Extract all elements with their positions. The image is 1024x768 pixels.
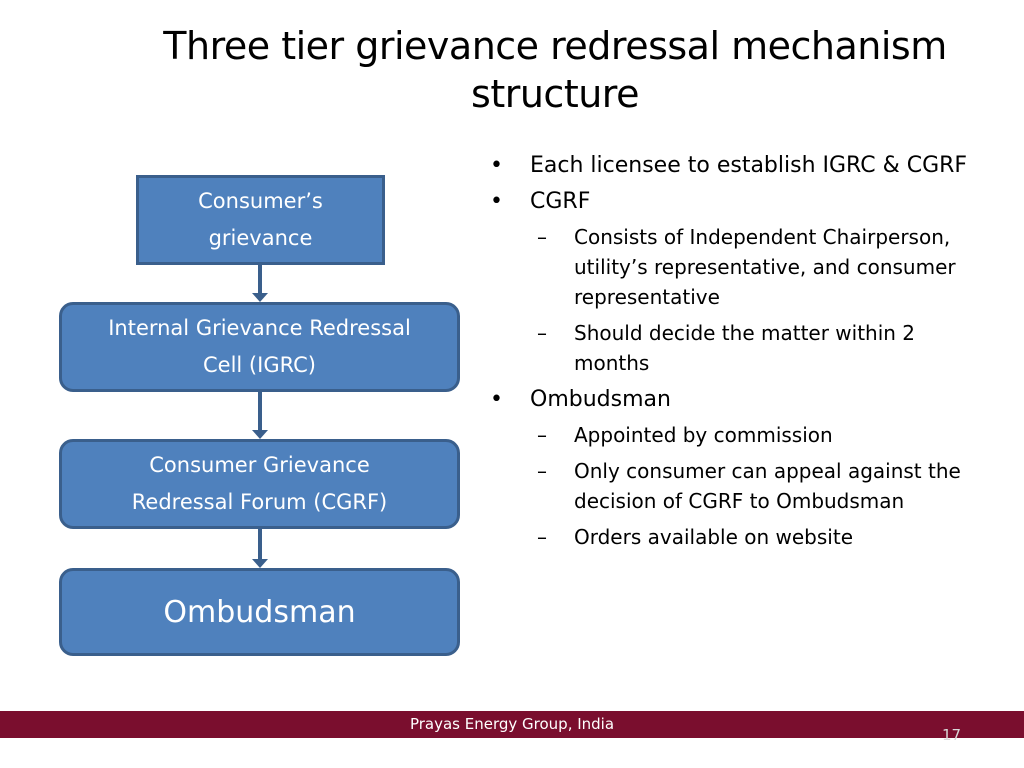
igrc-box: Internal Grievance Redressal Cell (IGRC) bbox=[59, 302, 460, 392]
sub-bullet-text: Orders available on website bbox=[574, 525, 853, 549]
cgrf-box: Consumer Grievance Redressal Forum (CGRF… bbox=[59, 439, 460, 529]
bullet-text: CGRF bbox=[530, 189, 591, 214]
box-label-line: Consumer Grievance bbox=[149, 453, 370, 477]
bullet-item: • Each licensee to establish IGRC & CGRF bbox=[490, 150, 990, 182]
consumer-grievance-box: Consumer’s grievance bbox=[136, 175, 385, 265]
sub-bullet-item: – Only consumer can appeal against the d… bbox=[490, 456, 990, 516]
sub-bullet-text: Consists of Independent Chairperson, uti… bbox=[574, 225, 956, 309]
slide-title-line-2: structure bbox=[471, 72, 639, 116]
bullet-list: • Each licensee to establish IGRC & CGRF… bbox=[490, 150, 990, 558]
sub-bullet-item: – Should decide the matter within 2 mont… bbox=[490, 318, 990, 378]
box-label-line: Ombudsman bbox=[163, 594, 356, 630]
bullet-item: • Ombudsman bbox=[490, 384, 990, 416]
dash-mark: – bbox=[537, 459, 547, 483]
down-arrow-icon bbox=[252, 529, 268, 568]
bullet-text: Ombudsman bbox=[530, 387, 671, 412]
dash-mark: – bbox=[537, 423, 547, 447]
sub-bullet-text: Only consumer can appeal against the dec… bbox=[574, 459, 961, 513]
bullet-text: Each licensee to establish IGRC & CGRF bbox=[530, 153, 968, 178]
sub-bullet-text: Appointed by commission bbox=[574, 423, 833, 447]
bullet-mark: • bbox=[490, 153, 503, 178]
box-label-line: Redressal Forum (CGRF) bbox=[131, 490, 388, 514]
bullet-item: • CGRF bbox=[490, 186, 990, 218]
down-arrow-icon bbox=[252, 392, 268, 439]
sub-bullet-item: – Orders available on website bbox=[490, 522, 990, 552]
dash-mark: – bbox=[537, 225, 547, 249]
page-number: 17 bbox=[942, 726, 962, 744]
ombudsman-box: Ombudsman bbox=[59, 568, 460, 656]
box-label-line: Internal Grievance Redressal bbox=[108, 316, 411, 340]
box-label-line: Consumer’s bbox=[198, 189, 323, 213]
bullet-mark: • bbox=[490, 189, 503, 214]
box-label-line: grievance bbox=[208, 226, 313, 250]
footer-bar: Prayas Energy Group, India bbox=[0, 711, 1024, 738]
box-label-line: Cell (IGRC) bbox=[203, 353, 316, 377]
dash-mark: – bbox=[537, 525, 547, 549]
slide-title: Three tier grievance redressal mechanism… bbox=[160, 22, 950, 118]
slide-title-line-1: Three tier grievance redressal mechanism bbox=[163, 24, 947, 68]
dash-mark: – bbox=[537, 321, 547, 345]
sub-bullet-item: – Appointed by commission bbox=[490, 420, 990, 450]
footer-text: Prayas Energy Group, India bbox=[409, 715, 615, 733]
sub-bullet-item: – Consists of Independent Chairperson, u… bbox=[490, 222, 990, 312]
sub-bullet-text: Should decide the matter within 2 months bbox=[574, 321, 916, 375]
down-arrow-icon bbox=[252, 265, 268, 302]
bullet-mark: • bbox=[490, 387, 503, 412]
